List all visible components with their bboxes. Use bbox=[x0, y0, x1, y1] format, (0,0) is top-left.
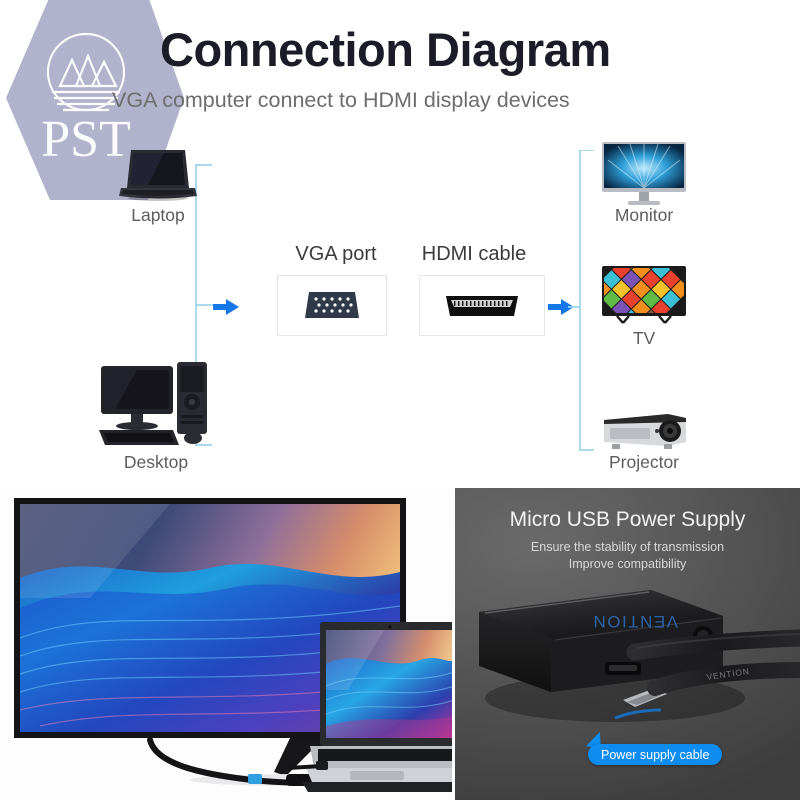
right-flow-arrow-icon bbox=[548, 299, 574, 315]
projector-icon bbox=[598, 408, 690, 454]
panel-subtitle-line1: Ensure the stability of transmission bbox=[530, 540, 725, 554]
laptop-icon bbox=[117, 146, 199, 204]
connector-label-hdmi: HDMI cable bbox=[421, 243, 527, 265]
device-label-tv: TV bbox=[632, 328, 656, 348]
vga-to-hdmi-adapter-photo: VENTION VENTION bbox=[479, 590, 800, 722]
tv-photo bbox=[14, 498, 452, 787]
laptop-photo bbox=[288, 622, 452, 792]
hdmi-connector-icon bbox=[446, 295, 518, 316]
tv-icon bbox=[601, 265, 687, 325]
power-supply-cable-callout: Power supply cable bbox=[588, 744, 723, 765]
connector-label-vga: VGA port bbox=[295, 243, 377, 265]
adapter-brand-label: VENTION bbox=[592, 612, 678, 631]
tv-laptop-photo-panel bbox=[0, 488, 452, 800]
monitor-icon bbox=[600, 140, 688, 208]
left-flow-arrow-icon bbox=[213, 299, 239, 315]
device-label-desktop: Desktop bbox=[123, 452, 189, 472]
hdmi-cable-box bbox=[419, 275, 545, 336]
device-label-projector: Projector bbox=[608, 452, 680, 472]
right-bracket bbox=[568, 150, 594, 451]
panel-subtitle-line2: Improve compatibility bbox=[568, 557, 687, 571]
vga-port-box bbox=[277, 275, 387, 336]
page-title: Connection Diagram bbox=[160, 23, 611, 76]
vga-connector-icon bbox=[305, 291, 359, 318]
panel-title: Micro USB Power Supply bbox=[509, 508, 746, 531]
page-subtitle: VGA computer connect to HDMI display dev… bbox=[112, 88, 570, 112]
device-label-laptop: Laptop bbox=[131, 205, 185, 225]
device-label-monitor: Monitor bbox=[614, 205, 674, 225]
left-bracket bbox=[195, 164, 216, 446]
desktop-computer-icon bbox=[97, 360, 215, 450]
